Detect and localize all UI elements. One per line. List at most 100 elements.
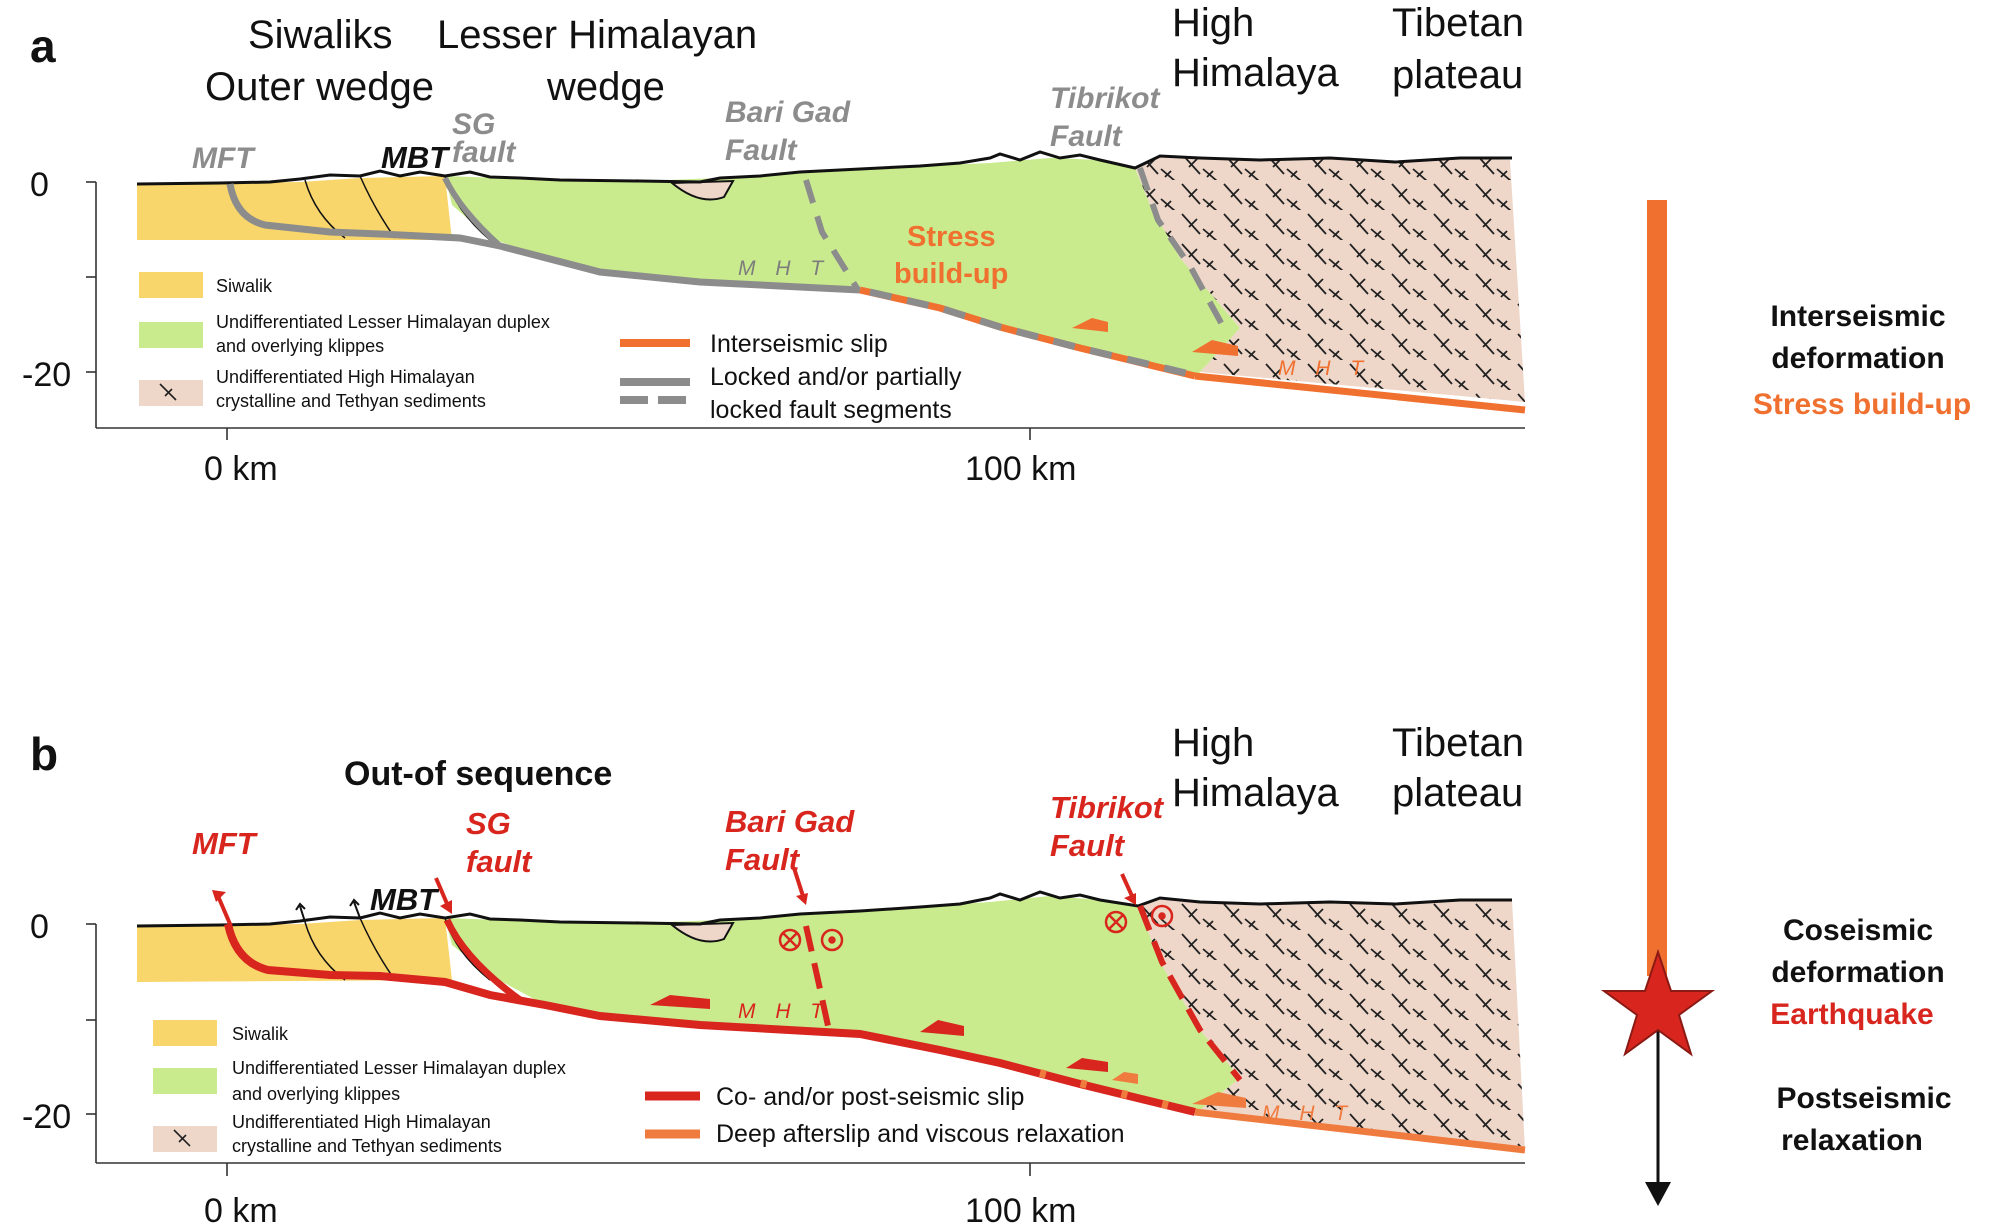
mht-locked-a xyxy=(226,183,861,294)
x-tick-100km-b: 100 km xyxy=(965,1192,1077,1230)
stress-label-1: Stress xyxy=(907,221,996,253)
interseismic-label-2: deformation xyxy=(1771,342,1944,375)
high-himalaya-label-1: High xyxy=(1172,1,1254,45)
barigad-down-arrowhead xyxy=(796,893,808,905)
x-tick-100km: 100 km xyxy=(965,450,1077,488)
stress-arrow-1 xyxy=(1072,318,1108,332)
barigad-label-b-1: Bari Gad xyxy=(725,804,855,839)
tibrikot-label-a-1: Tibrikot xyxy=(1050,82,1161,115)
slip-arrow-4 xyxy=(1112,1072,1138,1084)
legend-locked-label-1: Locked and/or partially xyxy=(710,363,962,391)
siwalik-unit xyxy=(137,176,452,240)
legend-swatch-siwalik-a xyxy=(139,272,203,298)
coseismic-label-1: Coseismic xyxy=(1783,914,1933,947)
slip-arrow-2 xyxy=(920,1020,964,1036)
klippe-a xyxy=(669,179,735,201)
lesser-himalayan-label-2: wedge xyxy=(546,65,665,109)
out-of-page-icon-2 xyxy=(1150,904,1174,928)
legend-high-b-1: Undifferentiated High Himalayan xyxy=(232,1112,491,1132)
tibrikot-down-arrow xyxy=(1120,873,1134,897)
mht-deep-label-b: M H T xyxy=(1262,1102,1354,1125)
sg-fault-label-a-2: fault xyxy=(452,136,517,169)
panel-a-axis xyxy=(86,181,1525,440)
stress-arrow-2 xyxy=(1192,340,1238,356)
tibetan-plateau-label-1: Tibetan xyxy=(1392,1,1524,45)
legend-swatch-lesser-b xyxy=(153,1068,217,1094)
legend-siwalik-b: Siwalik xyxy=(232,1024,289,1044)
legend-cross-icon-a xyxy=(159,383,177,401)
into-page-icon-1 xyxy=(778,928,802,952)
mbt-label-b: MBT xyxy=(370,882,440,917)
stress-label-2: build-up xyxy=(894,258,1008,290)
tibrikot-label-b-1: Tibrikot xyxy=(1050,790,1165,825)
tibrikot-label-b-2: Fault xyxy=(1050,828,1126,863)
mft-label-b: MFT xyxy=(192,826,259,861)
mft-label-a: MFT xyxy=(192,142,256,175)
mbt-label-a: MBT xyxy=(381,140,451,175)
legend-high-a-1: Undifferentiated High Himalayan xyxy=(216,367,475,387)
high-himalayan-crosses-b xyxy=(1138,898,1525,1150)
barigad-fault-b xyxy=(803,925,833,1036)
legend-lesser-b-2: and overlying klippes xyxy=(232,1084,400,1104)
legend-locked-label-2: locked fault segments xyxy=(710,396,952,424)
timeline-bar xyxy=(1647,200,1667,976)
legend-high-b-2: crystalline and Tethyan sediments xyxy=(232,1136,502,1156)
legend-lines-a: Interseismic slip Locked and/or partiall… xyxy=(620,330,962,424)
postseismic-label-1: Postseismic xyxy=(1776,1082,1951,1115)
panel-b: b Out-of sequence 0 -20 0 km 100 km xyxy=(22,721,1526,1230)
mft-uplift-arrowhead xyxy=(212,890,226,902)
mft-uplift-arrow xyxy=(216,895,232,925)
lesser-himalayan-unit-b xyxy=(445,896,1240,1112)
postseismic-label-2: relaxation xyxy=(1781,1124,1923,1157)
barigad-label-b-2: Fault xyxy=(725,842,801,877)
x-tick-0km-b: 0 km xyxy=(204,1192,278,1230)
out-of-page-icon-1 xyxy=(820,928,844,952)
panel-b-letter: b xyxy=(30,728,58,780)
timeline-arrow-head-icon xyxy=(1645,1182,1671,1206)
tibrikot-fault-b xyxy=(1137,904,1243,1082)
sg-down-arrow xyxy=(434,877,450,907)
tibrikot-fault-a xyxy=(1137,167,1228,332)
tibrikot-down-arrowhead xyxy=(1124,893,1136,905)
slip-arrow-3 xyxy=(1066,1058,1108,1072)
mht-label-b: M H T xyxy=(738,1000,830,1023)
mft-thrust-a xyxy=(442,176,503,249)
barigad-fault-a xyxy=(803,179,861,292)
legend-swatch-siwalik-b xyxy=(153,1020,217,1046)
siwaliks-label-2: Outer wedge xyxy=(205,65,434,109)
legend-swatch-high-a xyxy=(139,380,203,406)
legend-afterslip-label: Deep afterslip and viscous relaxation xyxy=(716,1120,1125,1148)
topography-b xyxy=(136,890,1512,928)
tibetan-plateau-label-b-1: Tibetan xyxy=(1392,721,1524,765)
sg-fault-label-a-1: SG xyxy=(452,108,495,141)
stress-buildup-label: Stress build-up xyxy=(1753,388,1971,421)
legend-interseismic-label: Interseismic slip xyxy=(710,330,888,358)
klippe-b xyxy=(669,921,735,943)
y-tick-0-b: 0 xyxy=(30,908,49,946)
siwaliks-label-1: Siwaliks xyxy=(248,13,392,57)
mht-label-a: M H T xyxy=(738,257,830,280)
lesser-himalayan-label-1: Lesser Himalayan xyxy=(437,13,757,57)
barigad-label-a-1: Bari Gad xyxy=(725,96,851,129)
x-tick-0km: 0 km xyxy=(204,450,278,488)
mht-locked-dash-a xyxy=(869,288,1191,378)
sg-fault-b xyxy=(443,918,523,1003)
y-tick-minus20-b: -20 xyxy=(22,1098,71,1136)
sg-fault-label-b-1: SG xyxy=(466,806,511,841)
high-himalayan-crosses xyxy=(1135,156,1525,402)
tibetan-plateau-label-b-2: plateau xyxy=(1392,771,1523,815)
legend-lines-b: Co- and/or post-seismic slip Deep afters… xyxy=(645,1083,1125,1148)
panel-b-axis xyxy=(86,923,1525,1176)
panel-a: a 0 -20 0 km 100 km xyxy=(22,1,1526,488)
legend-units-b: Siwalik Undifferentiated Lesser Himalaya… xyxy=(153,1020,566,1156)
high-himalaya-label-2: Himalaya xyxy=(1172,51,1339,95)
tibrikot-label-a-2: Fault xyxy=(1050,120,1124,153)
legend-units-a: Siwalik Undifferentiated Lesser Himalaya… xyxy=(139,272,550,411)
sg-fault-label-b-2: fault xyxy=(466,844,533,879)
sg-down-arrowhead xyxy=(440,900,452,914)
small-thrust-arrow-2 xyxy=(349,898,361,919)
into-page-icon-2 xyxy=(1104,910,1128,934)
legend-high-a-2: crystalline and Tethyan sediments xyxy=(216,391,486,411)
legend-lesser-b-1: Undifferentiated Lesser Himalayan duplex xyxy=(232,1058,566,1078)
